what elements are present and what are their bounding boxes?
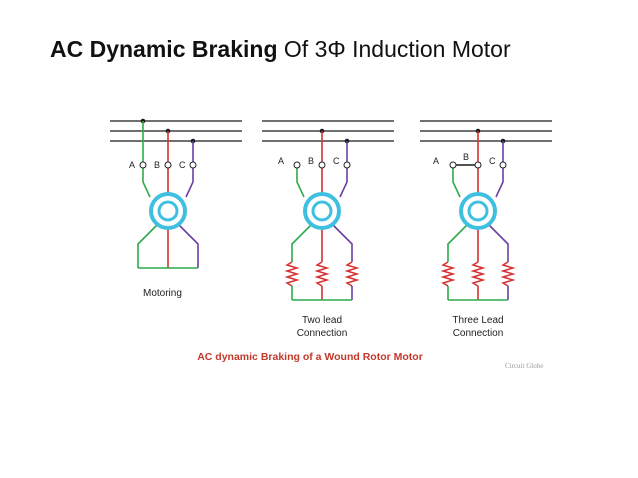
phase-c-wire-3 — [487, 141, 509, 300]
terminal-a-label-3: A — [433, 156, 439, 166]
phase-a-wire-3 — [447, 168, 469, 300]
panel-three-lead: A B C Three Lead Connection — [420, 120, 552, 339]
rotor-symbol-2 — [303, 192, 341, 230]
terminal-c-label-3: C — [489, 156, 496, 166]
terminal-c-label-2: C — [333, 156, 340, 166]
supply-bus-2 — [262, 120, 394, 142]
caption-two-lead-1: Two lead — [302, 315, 342, 326]
phase-a-wire-1 — [137, 121, 159, 268]
panel-motoring: A B C Motoring — [110, 118, 242, 299]
phase-a-wire-2 — [291, 168, 313, 300]
terminal-c-label-1: C — [179, 160, 186, 170]
slide-title-bold: AC Dynamic Braking — [50, 36, 278, 62]
terminal-b-label-2: B — [308, 156, 314, 166]
phase-c-wire-1 — [177, 141, 199, 268]
caption-two-lead-2: Connection — [297, 328, 348, 339]
panel-two-lead: A B C Two lead Connection — [262, 120, 394, 339]
credit-watermark: Circuit Globe — [505, 362, 543, 370]
caption-motoring: Motoring — [143, 288, 182, 299]
terminal-a-label-1: A — [129, 160, 135, 170]
slide-title-rest: Of 3Φ Induction Motor — [277, 36, 511, 62]
caption-three-lead-2: Connection — [453, 328, 504, 339]
rotor-resistors-3 — [440, 261, 516, 287]
terminal-b-label-3: B — [463, 152, 469, 162]
rotor-resistors-2 — [284, 261, 360, 287]
rotor-symbol-1 — [149, 192, 187, 230]
caption-three-lead-1: Three Lead — [452, 315, 503, 326]
terminal-a-label-2: A — [278, 156, 284, 166]
supply-bus-1 — [110, 120, 242, 142]
slide-title: AC Dynamic Braking Of 3Φ Induction Motor — [50, 36, 511, 63]
rotor-symbol-3 — [459, 192, 497, 230]
supply-bus-3 — [420, 120, 552, 142]
phase-c-wire-2 — [331, 141, 353, 300]
figure-caption: AC dynamic Braking of a Wound Rotor Moto… — [197, 351, 423, 363]
terminal-b-label-1: B — [154, 160, 160, 170]
